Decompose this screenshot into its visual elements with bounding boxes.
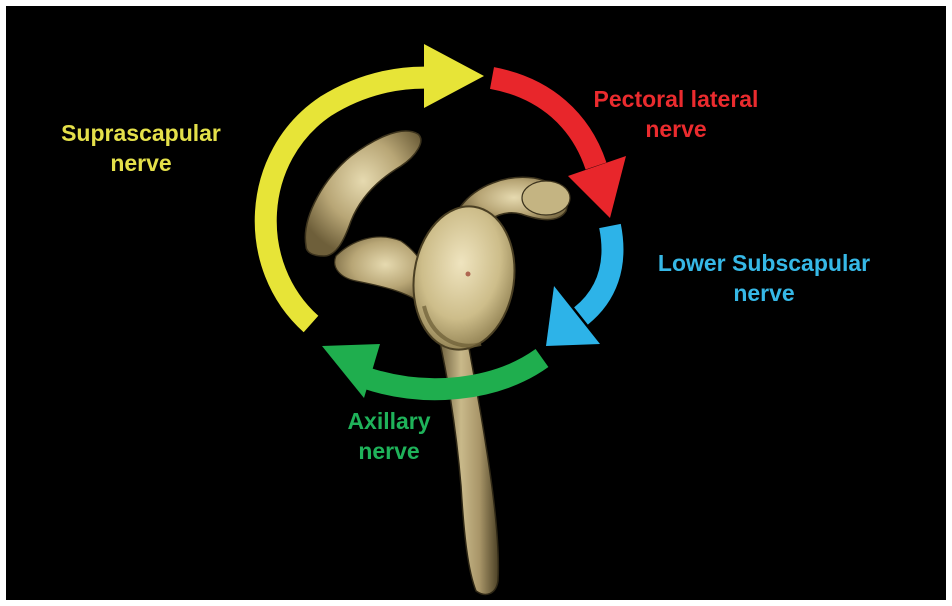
- scapula-acromion: [305, 131, 420, 256]
- label-axillary-nerve: Axillary nerve: [334, 406, 444, 466]
- label-lower-line2: nerve: [644, 278, 884, 308]
- lower-subscapular-arrow: [546, 226, 612, 346]
- scapula-lateral-border: [436, 326, 498, 594]
- label-suprascapular-line1: Suprascapular: [46, 118, 236, 148]
- glenoid-spot: [466, 272, 471, 277]
- label-pectoral-line1: Pectoral lateral: [576, 84, 776, 114]
- axillary-arrow: [322, 344, 542, 398]
- label-suprascapular-line2: nerve: [46, 148, 236, 178]
- label-suprascapular-nerve: Suprascapular nerve: [46, 118, 236, 178]
- glenoid-fossa: [404, 200, 523, 357]
- label-lower-subscapular-nerve: Lower Subscapular nerve: [644, 248, 884, 308]
- label-axillary-line2: nerve: [334, 436, 444, 466]
- label-axillary-line1: Axillary: [334, 406, 444, 436]
- label-lower-line1: Lower Subscapular: [644, 248, 884, 278]
- label-pectoral-lateral-nerve: Pectoral lateral nerve: [576, 84, 776, 144]
- label-pectoral-line2: nerve: [576, 114, 776, 144]
- figure-frame: Suprascapular nerve Pectoral lateral ner…: [6, 6, 946, 600]
- coracoid-tip: [522, 181, 570, 215]
